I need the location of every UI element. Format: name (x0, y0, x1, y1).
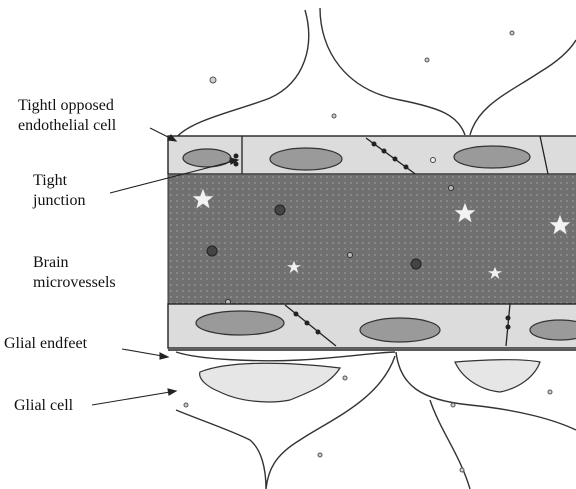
upper-nucleus (183, 149, 231, 167)
upper-glial-dot (332, 114, 336, 118)
label-line: Tight (33, 171, 85, 191)
label-tight-junction: Tight junction (33, 171, 85, 211)
blood-cell (411, 259, 421, 269)
label-tightly-opposed-endothelial-cell: Tightl opposed endothelial cell (18, 96, 116, 136)
glial-dot (318, 453, 322, 457)
glial-cell-body (200, 363, 340, 402)
glial-dot (548, 390, 552, 394)
upper-endothelium-dot (431, 158, 436, 163)
label-line: Brain (33, 253, 116, 273)
blood-cell (275, 205, 285, 215)
lower-nucleus (196, 311, 284, 335)
label-line: junction (33, 191, 85, 211)
lower-nucleus (530, 320, 576, 340)
upper-glial-processes (176, 8, 576, 138)
label-line: Tightl opposed (18, 96, 116, 116)
upper-glial-dot (210, 77, 216, 83)
vessel-lumen (168, 174, 576, 304)
upper-nucleus (270, 148, 342, 170)
glial-dot (451, 403, 455, 407)
label-line: microvessels (33, 273, 116, 293)
blood-cell (348, 253, 353, 258)
label-glial-cell: Glial cell (14, 396, 73, 416)
label-brain-microvessels: Brain microvessels (33, 253, 116, 293)
glial-cell-body (455, 360, 540, 392)
blood-cell (207, 246, 217, 256)
label-line: endothelial cell (18, 116, 116, 136)
upper-nucleus (454, 146, 530, 168)
label-glial-endfeet: Glial endfeet (4, 334, 87, 354)
glial-dot (184, 403, 188, 407)
upper-glial-dot (510, 31, 514, 35)
glial-dot (343, 376, 347, 380)
upper-glial-dot (425, 58, 429, 62)
glial-dot (460, 468, 464, 472)
lower-nucleus (360, 318, 440, 342)
blood-cell (449, 186, 454, 191)
